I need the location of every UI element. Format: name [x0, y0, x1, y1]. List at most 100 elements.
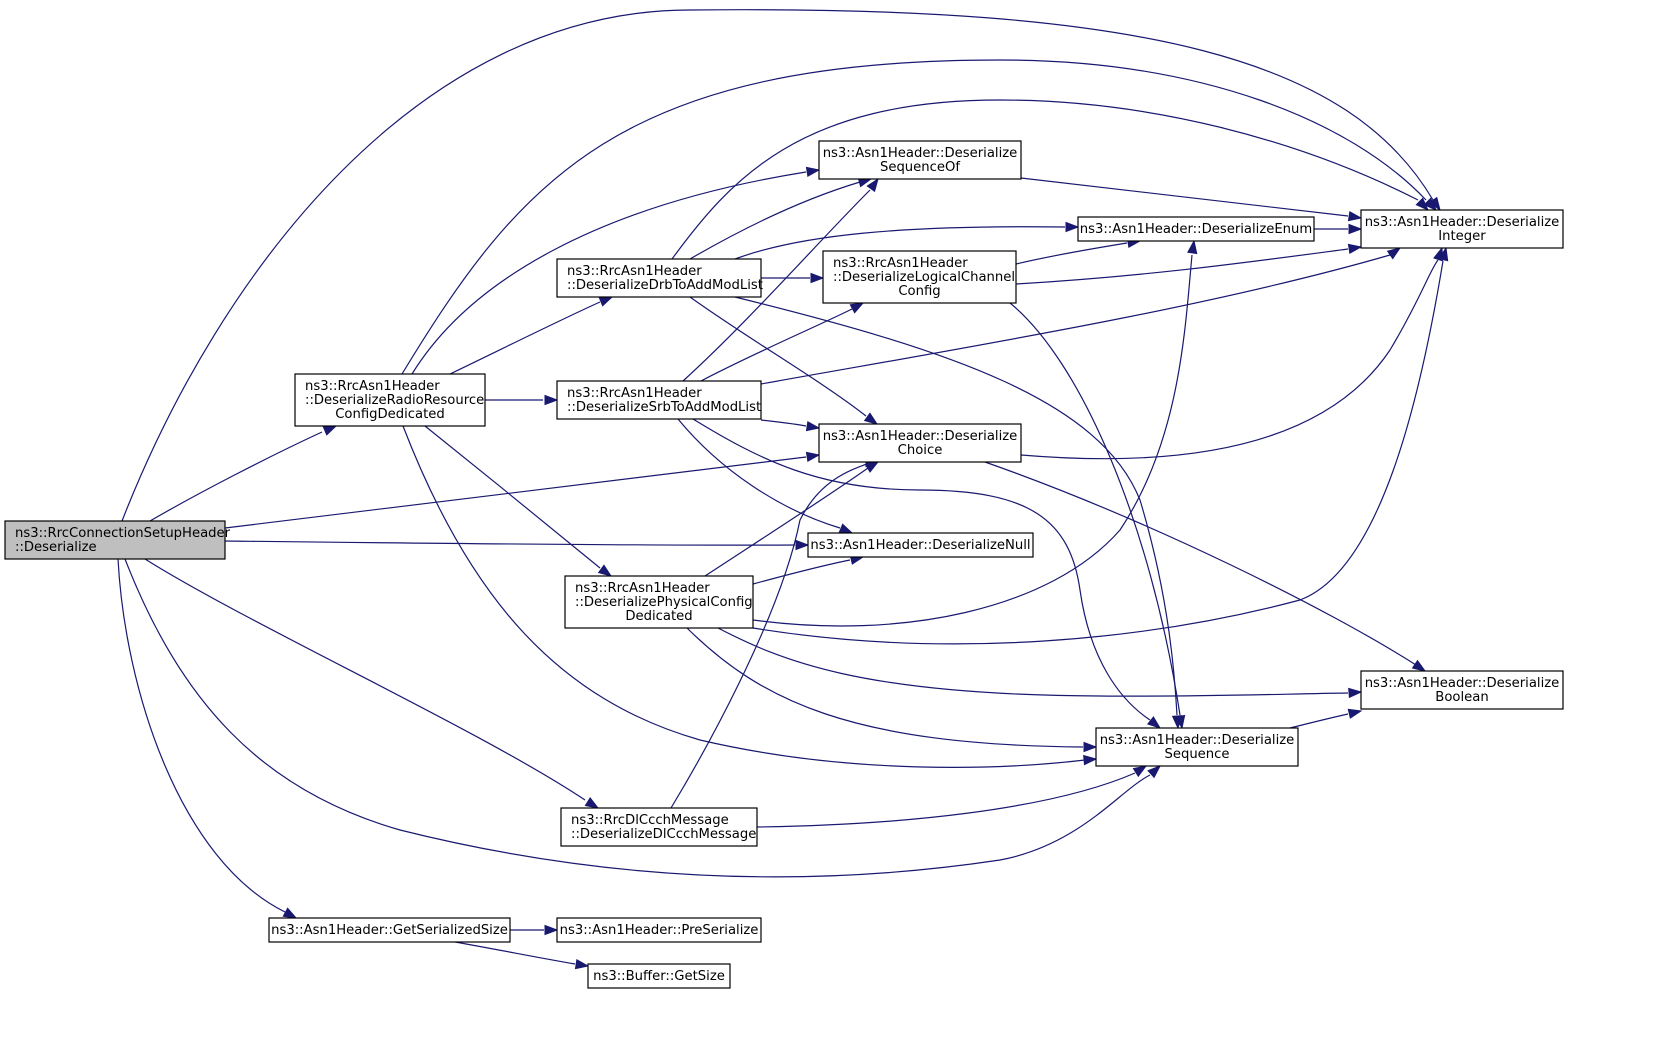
node-preser[interactable]: ns3::Asn1Header::PreSerialize: [556, 917, 762, 943]
node-label-line: ns3::RrcAsn1Header: [575, 581, 710, 596]
arrowhead-icon: [1083, 754, 1098, 766]
node-box[interactable]: [822, 250, 1017, 304]
arrowhead-icon: [805, 420, 821, 432]
node-label-line: ns3::RrcDlCcchMessage: [571, 813, 729, 828]
arrowhead-icon: [1347, 243, 1363, 255]
edge-line: [752, 559, 851, 585]
edge-root-to-sequence: [124, 558, 1162, 878]
edge-phys-to-enum: [752, 239, 1198, 627]
node-box[interactable]: [556, 258, 762, 298]
edge-enum-to-integer: [1313, 223, 1363, 235]
node-box[interactable]: [560, 807, 758, 847]
edge-line: [984, 461, 1417, 666]
edge-line: [734, 226, 1066, 260]
edge-srb-to-logch: [700, 302, 865, 382]
node-drb[interactable]: ns3::RrcAsn1Header::DeserializeDrbToAddM…: [556, 258, 763, 298]
edge-line: [121, 9, 1434, 522]
edge-srb-to-integer: [760, 247, 1402, 385]
edge-line: [717, 627, 1349, 697]
node-dlccch[interactable]: ns3::RrcDlCcchMessage::DeserializeDlCcch…: [560, 807, 758, 847]
edge-radio-to-seqof: [411, 166, 821, 375]
node-label-line: ns3::RrcConnectionSetupHeader: [15, 526, 231, 541]
node-box[interactable]: [1077, 216, 1315, 242]
edge-line: [424, 425, 601, 569]
edge-radio-to-sequence: [402, 425, 1098, 768]
edge-line: [1020, 259, 1439, 460]
arrowhead-icon: [1423, 197, 1438, 212]
edge-line: [671, 99, 1419, 260]
node-enum[interactable]: ns3::Asn1Header::DeserializeEnum: [1077, 216, 1315, 242]
node-box[interactable]: [556, 917, 762, 943]
edge-line: [700, 308, 853, 382]
node-box[interactable]: [1095, 727, 1299, 767]
node-bufsize[interactable]: ns3::Buffer::GetSize: [587, 963, 731, 989]
node-box[interactable]: [268, 917, 511, 943]
node-box[interactable]: [807, 532, 1034, 558]
edge-line: [402, 425, 1086, 768]
arrowhead-icon: [282, 907, 298, 919]
arrowhead-icon: [544, 924, 559, 936]
edge-line: [401, 59, 1427, 375]
node-label-line: ns3::Asn1Header::Deserialize: [823, 146, 1018, 161]
edge-drb-to-choice: [689, 296, 879, 425]
node-label-line: Integer: [1438, 229, 1486, 244]
node-label-line: ::DeserializeSrbToAddModList: [567, 400, 761, 415]
node-label-line: ::DeserializePhysicalConfig: [575, 595, 753, 610]
node-box[interactable]: [587, 963, 731, 989]
node-radio[interactable]: ns3::RrcAsn1Header::DeserializeRadioReso…: [294, 373, 486, 427]
arrowhead-icon: [805, 166, 821, 178]
arrowhead-icon: [1347, 210, 1363, 222]
node-label-line: ns3::Asn1Header::Deserialize: [1100, 733, 1295, 748]
edge-radio-to-drb: [449, 296, 614, 375]
node-box[interactable]: [564, 575, 754, 629]
edge-line: [670, 461, 873, 809]
node-getsize[interactable]: ns3::Asn1Header::GetSerializedSize: [268, 917, 511, 943]
node-box[interactable]: [1360, 670, 1564, 710]
edge-line: [686, 627, 1084, 748]
arrowhead-icon: [1083, 741, 1098, 753]
edge-line: [1289, 713, 1349, 729]
arrowhead-icon: [863, 412, 879, 425]
arrowhead-icon: [574, 958, 590, 970]
node-label-line: ns3::Buffer::GetSize: [593, 969, 725, 984]
edge-dlccch-to-sequence: [756, 765, 1148, 828]
node-label-line: ns3::Asn1Header::Deserialize: [1365, 215, 1560, 230]
node-null[interactable]: ns3::Asn1Header::DeserializeNull: [807, 532, 1034, 558]
node-label-line: ns3::Asn1Header::PreSerialize: [560, 923, 759, 938]
edge-srb-to-sequence: [692, 418, 1162, 729]
edge-sequence-to-boolean: [1289, 708, 1363, 729]
edge-dlccch-to-choice: [670, 456, 880, 809]
node-label-line: SequenceOf: [880, 160, 960, 175]
node-label-line: ::DeserializeDlCcchMessage: [571, 827, 756, 842]
node-srb[interactable]: ns3::RrcAsn1Header::DeserializeSrbToAddM…: [556, 380, 762, 420]
arrowhead-icon: [1146, 716, 1162, 729]
edge-line: [734, 296, 1178, 716]
edge-logch-to-enum: [1015, 237, 1142, 265]
node-box[interactable]: [818, 423, 1022, 463]
node-label-line: ns3::Asn1Header::GetSerializedSize: [271, 923, 508, 938]
node-box[interactable]: [294, 373, 486, 427]
edge-line: [411, 171, 807, 375]
node-root[interactable]: ns3::RrcConnectionSetupHeader::Deseriali…: [4, 520, 231, 560]
edge-radio-to-integer: [401, 59, 1438, 375]
node-label-line: ns3::Asn1Header::DeserializeEnum: [1080, 222, 1313, 237]
node-box[interactable]: [818, 140, 1022, 180]
edge-line: [689, 296, 867, 417]
edge-phys-to-boolean: [717, 627, 1363, 699]
node-logch[interactable]: ns3::RrcAsn1Header::DeserializeLogicalCh…: [822, 250, 1017, 304]
node-phys[interactable]: ns3::RrcAsn1Header::DeserializePhysicalC…: [564, 575, 754, 629]
arrowhead-icon: [1132, 765, 1148, 778]
edge-getsize-to-preser: [510, 924, 559, 936]
node-label-line: ::DeserializeDrbToAddModList: [567, 278, 763, 293]
node-label-line: ns3::RrcAsn1Header: [833, 256, 968, 271]
edge-line: [752, 254, 1193, 627]
node-box[interactable]: [1360, 209, 1564, 249]
node-box[interactable]: [4, 520, 226, 560]
node-box[interactable]: [556, 380, 762, 420]
